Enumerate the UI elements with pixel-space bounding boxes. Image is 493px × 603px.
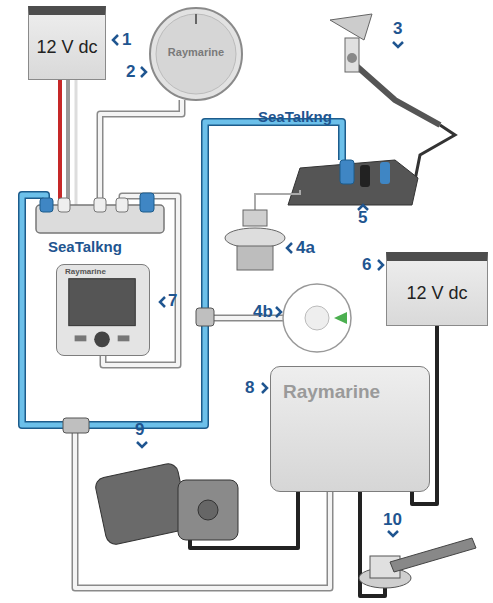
battery: 12 V dc xyxy=(28,6,106,80)
autopilot-controller: Raymarine xyxy=(56,264,150,356)
battery: 12 V dc xyxy=(386,252,488,326)
brand-label: Raymarine xyxy=(283,381,380,403)
callout-number: 2 xyxy=(126,62,135,82)
controller-face xyxy=(57,265,149,355)
voltage-label: 12 V dc xyxy=(36,37,97,58)
callout-number: 6 xyxy=(362,255,371,275)
network-label: SeaTalkng xyxy=(48,238,122,255)
callout-number: 7 xyxy=(168,291,177,311)
callout-number: 1 xyxy=(122,30,131,50)
callout-number: 9 xyxy=(135,420,144,440)
callout-number: 4b xyxy=(253,302,273,322)
brand-label: Raymarine xyxy=(65,267,106,276)
callout-number: 4a xyxy=(296,238,315,258)
voltage-label: 12 V dc xyxy=(406,283,467,304)
callout-number: 10 xyxy=(383,510,402,530)
compass: Raymarine xyxy=(148,6,244,102)
brand-label: Raymarine xyxy=(148,46,244,58)
callout-number: 5 xyxy=(358,208,367,228)
actuator-control-unit: Raymarine xyxy=(270,366,430,492)
callout-number: 8 xyxy=(245,378,254,398)
network-label: SeaTalkng xyxy=(258,108,332,125)
callout-number: 3 xyxy=(393,19,402,39)
